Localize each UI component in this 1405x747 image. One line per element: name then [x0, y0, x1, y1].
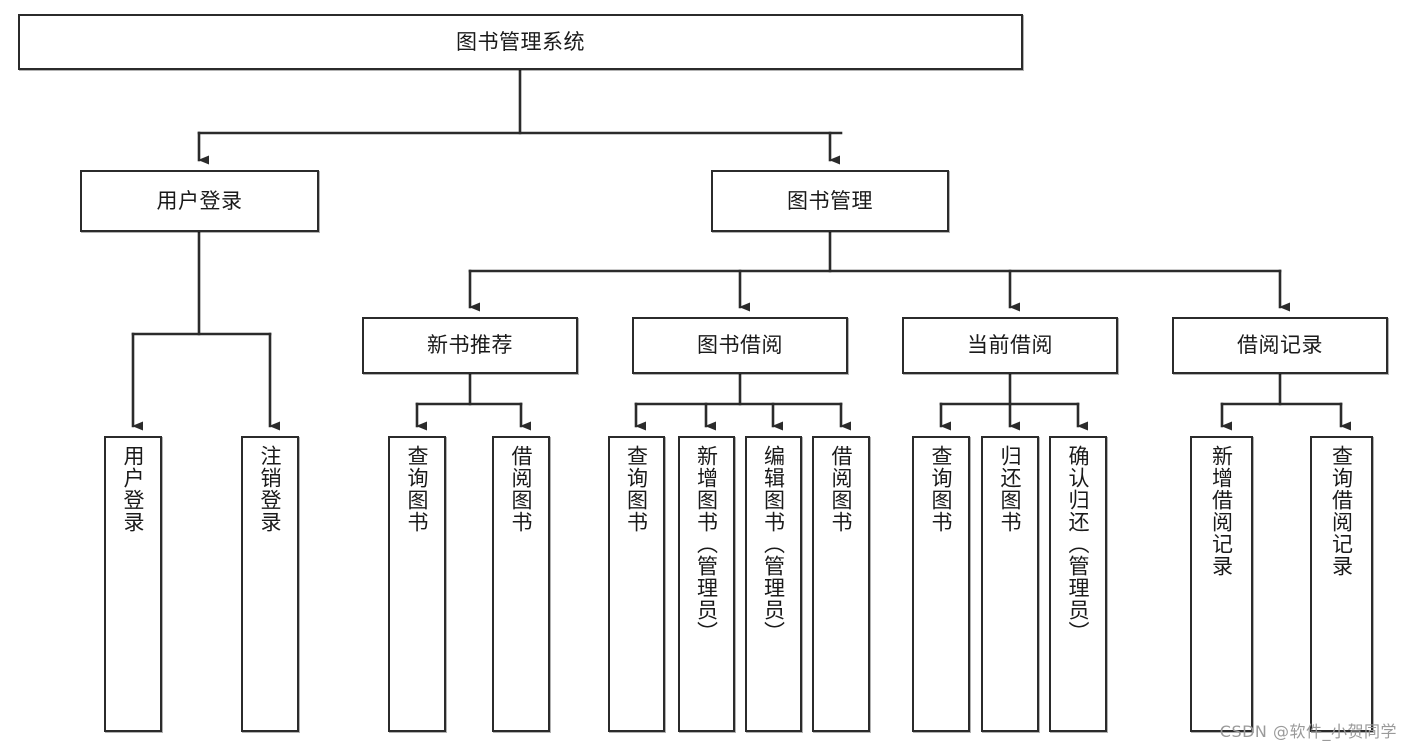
node-leaf-edit-book-label: 编辑图书（管理员） [761, 445, 786, 643]
node-new-book-rec[interactable]: 新书推荐 [362, 317, 578, 374]
node-leaf-query-book-2-label: 查询图书 [624, 445, 649, 533]
node-leaf-borrow-book-1[interactable]: 借阅图书 [492, 436, 550, 732]
node-book-admin[interactable]: 图书管理 [711, 170, 949, 232]
node-book-borrow-label: 图书借阅 [697, 333, 783, 358]
node-leaf-query-record-label: 查询借阅记录 [1329, 445, 1354, 577]
node-leaf-add-book[interactable]: 新增图书（管理员） [678, 436, 735, 732]
node-new-book-rec-label: 新书推荐 [427, 333, 513, 358]
node-leaf-add-record[interactable]: 新增借阅记录 [1190, 436, 1253, 732]
node-leaf-add-record-label: 新增借阅记录 [1209, 445, 1234, 577]
node-leaf-query-book-3-label: 查询图书 [929, 445, 954, 533]
node-leaf-confirm-return[interactable]: 确认归还（管理员） [1049, 436, 1107, 732]
node-leaf-logout-label: 注销登录 [258, 445, 283, 533]
node-book-borrow[interactable]: 图书借阅 [632, 317, 848, 374]
node-leaf-borrow-book-1-label: 借阅图书 [509, 445, 534, 533]
node-borrow-record[interactable]: 借阅记录 [1172, 317, 1388, 374]
node-current-borrow-label: 当前借阅 [967, 333, 1053, 358]
node-leaf-return-book-label: 归还图书 [998, 445, 1023, 533]
node-leaf-borrow-book-2[interactable]: 借阅图书 [812, 436, 870, 732]
node-leaf-query-book-2[interactable]: 查询图书 [608, 436, 665, 732]
node-leaf-user-login[interactable]: 用户登录 [104, 436, 162, 732]
node-leaf-user-login-label: 用户登录 [121, 445, 146, 533]
node-leaf-borrow-book-2-label: 借阅图书 [829, 445, 854, 533]
node-leaf-query-book-3[interactable]: 查询图书 [912, 436, 970, 732]
node-leaf-confirm-return-label: 确认归还（管理员） [1066, 445, 1091, 643]
node-leaf-query-book-1-label: 查询图书 [405, 445, 430, 533]
node-root[interactable]: 图书管理系统 [18, 14, 1023, 70]
node-leaf-add-book-label: 新增图书（管理员） [694, 445, 719, 643]
node-leaf-edit-book[interactable]: 编辑图书（管理员） [745, 436, 802, 732]
node-user-login[interactable]: 用户登录 [80, 170, 319, 232]
node-current-borrow[interactable]: 当前借阅 [902, 317, 1118, 374]
node-user-login-label: 用户登录 [156, 188, 243, 213]
watermark-text: CSDN @软件_小贺同学 [1219, 722, 1397, 741]
node-leaf-query-record[interactable]: 查询借阅记录 [1310, 436, 1373, 732]
node-leaf-query-book-1[interactable]: 查询图书 [388, 436, 446, 732]
node-leaf-logout[interactable]: 注销登录 [241, 436, 299, 732]
node-root-label: 图书管理系统 [456, 29, 585, 54]
node-book-admin-label: 图书管理 [787, 188, 873, 213]
node-leaf-return-book[interactable]: 归还图书 [981, 436, 1039, 732]
node-borrow-record-label: 借阅记录 [1237, 333, 1323, 358]
